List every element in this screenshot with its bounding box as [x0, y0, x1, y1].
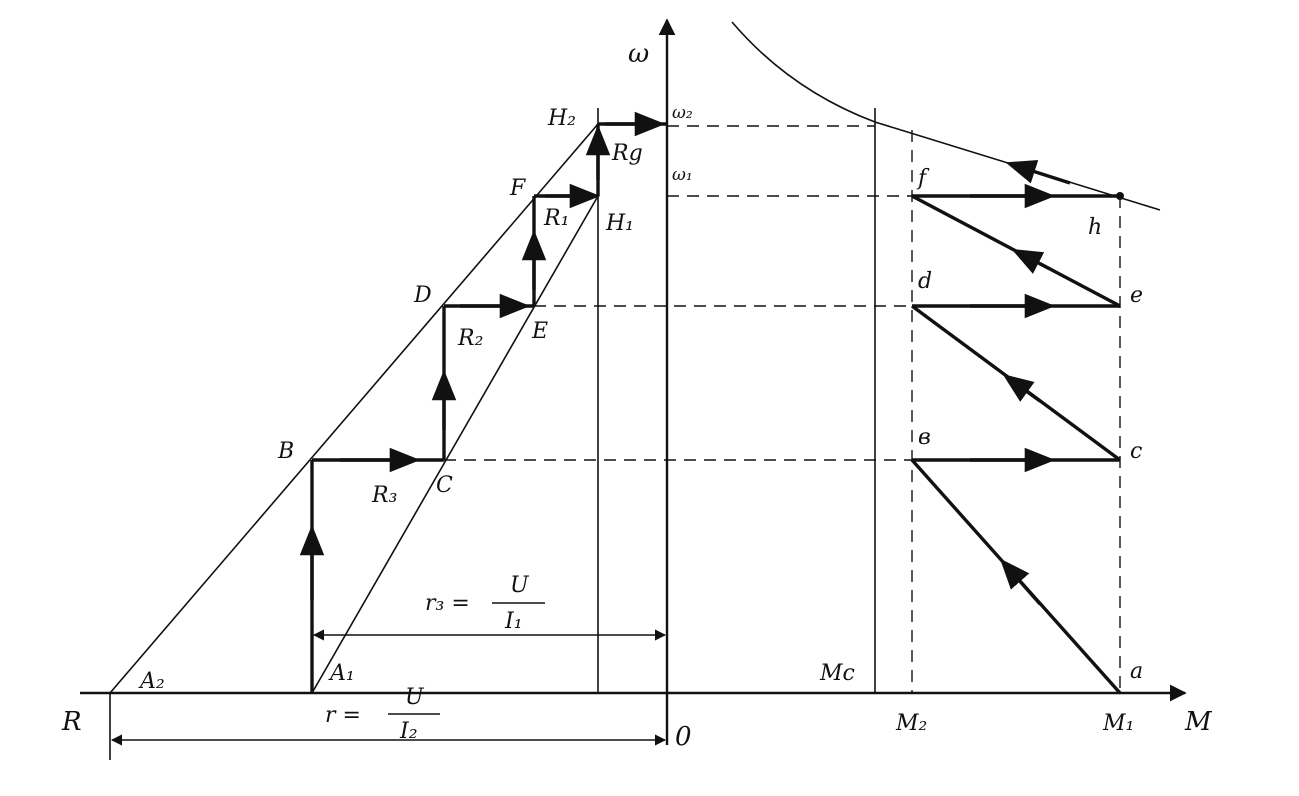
ray-a1-h1: [311, 195, 599, 694]
r3-formula-numerator: U: [510, 573, 530, 598]
label-c-small: c: [1130, 439, 1142, 464]
label-f-small: f: [916, 166, 930, 191]
label-origin: 0: [675, 722, 692, 752]
label-m2: M₂: [895, 711, 927, 736]
seg-e-f: [911, 194, 1121, 308]
label-rg: Rg: [611, 141, 643, 166]
label-h-small: h: [1088, 215, 1102, 240]
label-a2-point: A₂: [138, 669, 165, 694]
label-r2: R₂: [457, 326, 483, 351]
label-d-point: D: [413, 283, 432, 308]
label-a1-point: A₁: [328, 661, 355, 686]
label-m1: M₁: [1102, 711, 1134, 736]
label-r1: R₁: [543, 206, 569, 231]
natural-characteristic-curve: [731, 21, 1161, 211]
ray-a2-h2: [109, 123, 599, 694]
label-omega2: ω₂: [672, 103, 693, 123]
label-mc: Mc: [819, 661, 855, 686]
seg-c-d-arrow: [1002, 374, 1041, 403]
label-m-axis: M: [1184, 707, 1213, 737]
label-omega-axis: ω: [628, 39, 649, 69]
r3-formula-lhs: r₃ =: [425, 591, 470, 616]
label-r3: R₃: [371, 483, 397, 508]
seg-a-b-arrow: [999, 558, 1042, 606]
label-b-small: в: [918, 425, 931, 450]
label-f-point: F: [509, 176, 526, 201]
label-h1: H₁: [605, 211, 634, 236]
label-b-point: B: [277, 439, 294, 464]
r-formula-denominator: I₂: [399, 719, 418, 744]
label-e-small: e: [1130, 283, 1143, 308]
r-formula-numerator: U: [405, 685, 425, 710]
r-formula-lhs: r =: [325, 703, 361, 728]
curve-arrow: [1005, 160, 1071, 185]
seg-e-f-arrow: [1011, 248, 1051, 274]
r3-formula-denominator: I₁: [504, 609, 523, 634]
label-d-small: d: [918, 269, 932, 294]
label-e-point: E: [531, 319, 548, 344]
label-h2: H₂: [547, 106, 576, 131]
label-omega1: ω₁: [672, 165, 693, 185]
label-a-small: a: [1130, 659, 1143, 684]
label-c-point: C: [436, 473, 453, 498]
label-r-axis: R: [61, 707, 82, 737]
